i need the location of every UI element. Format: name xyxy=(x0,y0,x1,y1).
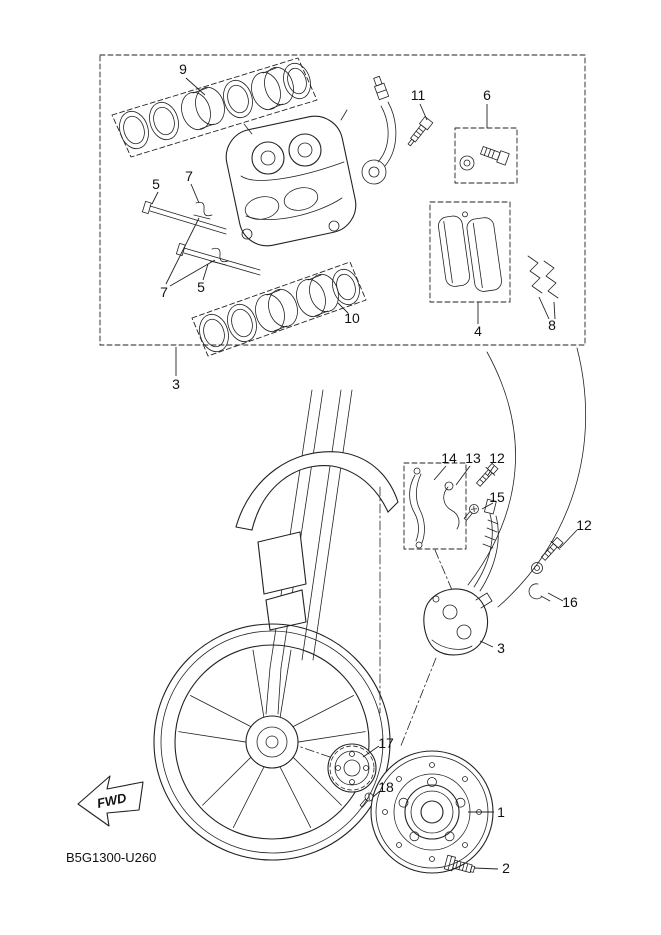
seal-kit-upper xyxy=(111,57,318,158)
callout-12b: 12 xyxy=(576,517,592,533)
callout-7: 7 xyxy=(185,168,193,184)
assembly-box xyxy=(99,54,586,346)
callout-14: 14 xyxy=(441,450,457,466)
assembly-box-border xyxy=(99,54,586,346)
leader-lines xyxy=(151,77,578,870)
callout-3b: 3 xyxy=(497,640,505,656)
rotor-screw xyxy=(359,792,374,808)
front-wheel xyxy=(153,623,391,861)
hose-bracket xyxy=(409,467,425,549)
hose-lower xyxy=(473,498,499,592)
bracket-bolt xyxy=(476,463,499,487)
callout-3: 3 xyxy=(172,376,180,392)
brake-hose-upper xyxy=(361,75,397,185)
brake-pads-box xyxy=(429,201,511,303)
union-bolt-box xyxy=(454,127,518,184)
pad-springs xyxy=(527,255,559,299)
sensor-rotor xyxy=(327,743,377,793)
callout-17: 17 xyxy=(378,735,394,751)
washer xyxy=(531,562,543,574)
sweep-leaders xyxy=(467,347,587,608)
callout-5: 5 xyxy=(152,176,160,192)
wheel-spokes xyxy=(178,649,366,828)
seal-kit-lower xyxy=(191,261,367,357)
callout-11: 11 xyxy=(411,87,426,103)
caliper-installed xyxy=(423,588,493,656)
fwd-label: FWD xyxy=(96,790,129,811)
brake-disc xyxy=(370,750,494,874)
callout-13: 13 xyxy=(465,450,481,466)
callout-1: 1 xyxy=(497,804,505,820)
front-fork xyxy=(265,389,353,715)
centerlines xyxy=(294,486,453,758)
callout-16: 16 xyxy=(562,594,578,610)
callout-4: 4 xyxy=(474,323,482,339)
hose-bracket-box xyxy=(403,462,479,550)
callout-10: 10 xyxy=(344,310,360,326)
callout-12: 12 xyxy=(489,450,505,466)
pad-pins xyxy=(141,200,261,276)
disc-bolt xyxy=(443,854,476,873)
callout-7b: 7 xyxy=(160,284,168,300)
hose-guide xyxy=(443,481,460,530)
callout-9: 9 xyxy=(179,61,187,77)
brake-caliper-exploded xyxy=(225,109,357,247)
front-fender xyxy=(235,451,399,631)
bleed-screw xyxy=(407,116,434,147)
callout-labels: 9 11 6 5 7 7 5 10 4 8 3 14 13 12 15 12 1… xyxy=(152,61,592,876)
union-bolt-lower xyxy=(528,537,564,602)
callout-5b: 5 xyxy=(197,279,205,295)
callout-15: 15 xyxy=(489,489,505,505)
diagram-code: B5G1300-U260 xyxy=(66,850,156,865)
retainer-clip xyxy=(528,583,551,602)
guide-screw xyxy=(463,504,479,521)
fwd-arrow: FWD xyxy=(77,775,144,827)
callout-2: 2 xyxy=(502,860,510,876)
callout-8: 8 xyxy=(548,317,556,333)
callout-18: 18 xyxy=(378,779,394,795)
callout-6: 6 xyxy=(483,87,491,103)
